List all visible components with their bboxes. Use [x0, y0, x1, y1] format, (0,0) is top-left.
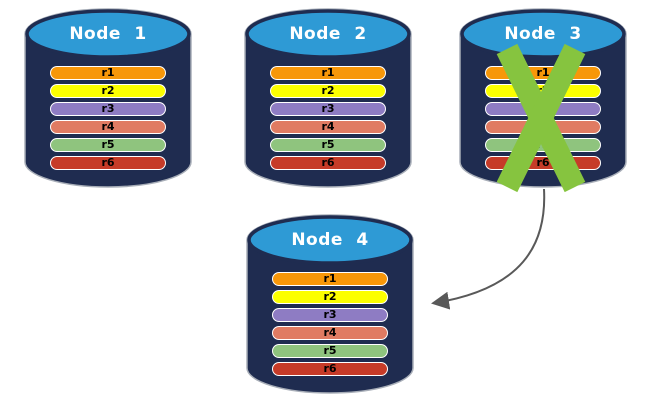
replica-r4: r4 — [272, 326, 388, 340]
replica-r5: r5 — [272, 344, 388, 358]
replica-r2: r2 — [50, 84, 166, 98]
cylinder-top — [247, 215, 413, 265]
node-4: Node 4 r1 r2 r3 r4 r5 r6 — [245, 213, 415, 395]
replica-r3: r3 — [272, 308, 388, 322]
replica-r4: r4 — [50, 120, 166, 134]
node-3: Node 3 r1 r2 r3 r4 r5 r6 — [458, 7, 628, 193]
replica-r1: r1 — [50, 66, 166, 80]
node-title: Node 4 — [291, 230, 369, 250]
x-stroke — [496, 43, 586, 193]
replica-r1: r1 — [272, 272, 388, 286]
replica-r6: r6 — [272, 362, 388, 376]
cylinder-top — [25, 9, 191, 59]
node-title: Node 3 — [504, 24, 582, 44]
failover-arrow-path — [431, 188, 546, 310]
replica-r2: r2 — [272, 290, 388, 304]
failure-x-icon — [496, 43, 586, 193]
replica-r5: r5 — [50, 138, 166, 152]
replica-list: r1 r2 r3 r4 r5 r6 — [50, 66, 166, 174]
replica-list: r1 r2 r3 r4 r5 r6 — [272, 272, 388, 380]
cylinder-top — [245, 9, 411, 59]
replica-r1: r1 — [270, 66, 386, 80]
cylinder-top — [460, 9, 626, 59]
node-1: Node 1 r1 r2 r3 r4 r5 r6 — [23, 7, 193, 189]
node-title: Node 1 — [69, 24, 147, 44]
replica-r6: r6 — [50, 156, 166, 170]
node-2: Node 2 r1 r2 r3 r4 r5 r6 — [243, 7, 413, 189]
replica-r6: r6 — [270, 156, 386, 170]
replica-list: r1 r2 r3 r4 r5 r6 — [270, 66, 386, 174]
replica-r3: r3 — [50, 102, 166, 116]
replica-r2: r2 — [270, 84, 386, 98]
replica-r3: r3 — [270, 102, 386, 116]
replica-r4: r4 — [270, 120, 386, 134]
replica-r5: r5 — [270, 138, 386, 152]
node-title: Node 2 — [289, 24, 367, 44]
